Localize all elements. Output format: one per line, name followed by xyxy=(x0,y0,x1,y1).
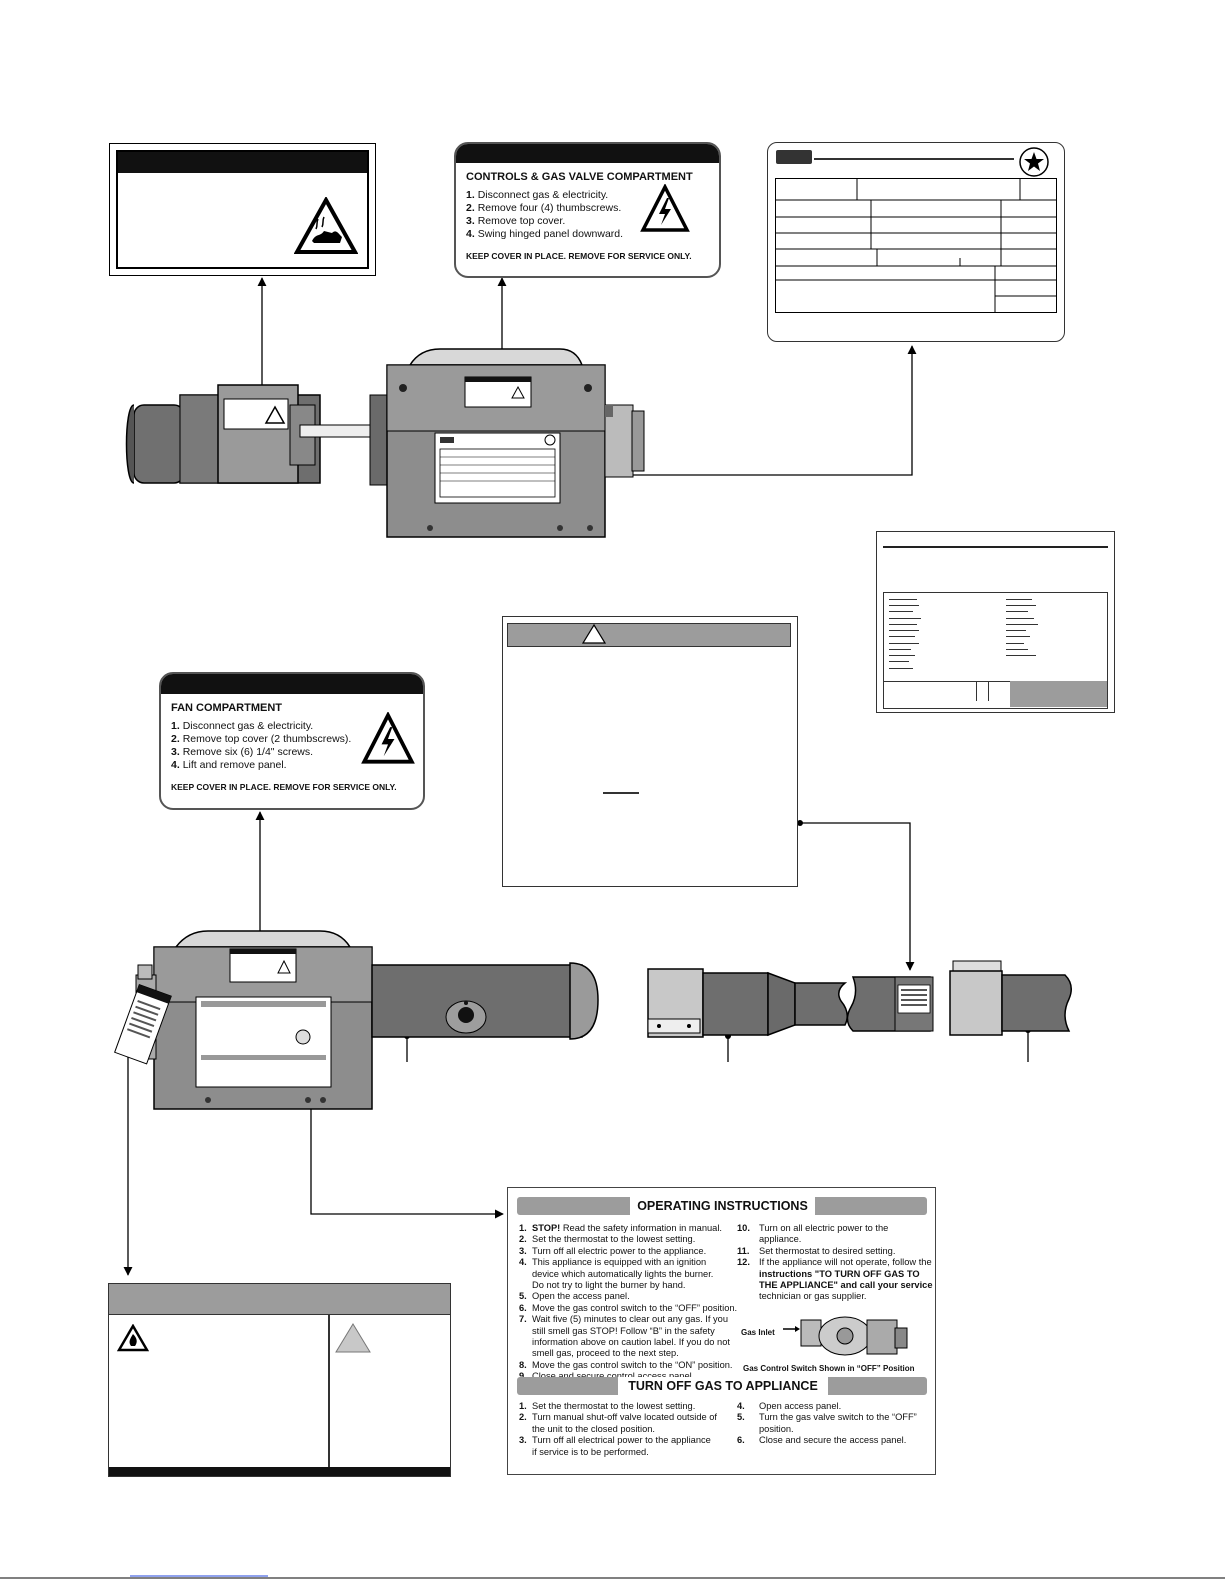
operating-steps-right: 10.Turn on all electric power to the app… xyxy=(737,1223,933,1302)
rating-plate xyxy=(767,142,1065,342)
brand-logo xyxy=(776,150,812,164)
controls-compartment-label: CONTROLS & GAS VALVE COMPARTMENT 1. Disc… xyxy=(454,142,721,278)
fan-footer: KEEP COVER IN PLACE. REMOVE FOR SERVICE … xyxy=(171,782,397,792)
turn-off-steps-right: 4.Open access panel. 5.Turn the gas valv… xyxy=(737,1401,917,1446)
rating-plate-grid xyxy=(775,178,1057,313)
leader-rating-plate xyxy=(568,345,917,476)
gas-control-valve-icon xyxy=(783,1316,908,1356)
heater-fan-unit-drawing xyxy=(114,930,599,1110)
fan-compartment-label: FAN COMPARTMENT 1. Disconnect gas & elec… xyxy=(159,672,425,810)
gas-inlet-label: Gas Inlet xyxy=(741,1328,775,1337)
vent-tube-sections-drawing xyxy=(647,960,1072,1038)
certification-star-icon xyxy=(1019,147,1049,177)
controls-title: CONTROLS & GAS VALVE COMPARTMENT xyxy=(466,171,693,183)
leader-tube-label xyxy=(800,822,915,971)
electrical-hazard-icon xyxy=(640,184,690,232)
caution-triangle-icon xyxy=(582,624,606,644)
spec-label xyxy=(876,531,1115,713)
operating-title: OPERATING INSTRUCTIONS xyxy=(630,1197,815,1215)
operating-instructions-label: OPERATING INSTRUCTIONS 1.STOP! Read the … xyxy=(507,1187,936,1475)
switch-caption: Gas Control Switch Shown in “OFF” Positi… xyxy=(743,1364,915,1373)
heater-controls-unit-drawing xyxy=(125,348,645,538)
operating-steps-left: 1.STOP! Read the safety information in m… xyxy=(519,1223,738,1381)
controls-steps: 1. Disconnect gas & electricity. 2. Remo… xyxy=(466,189,624,240)
hot-surface-icon xyxy=(294,197,358,254)
caution-triangle-icon xyxy=(335,1323,371,1353)
turn-off-steps-left: 1.Set the thermostat to the lowest setti… xyxy=(519,1401,718,1457)
electrical-hazard-icon xyxy=(361,712,415,764)
turn-off-title: TURN OFF GAS TO APPLIANCE xyxy=(618,1377,828,1395)
controls-footer: KEEP COVER IN PLACE. REMOVE FOR SERVICE … xyxy=(466,251,692,261)
fire-hazard-icon xyxy=(117,1324,149,1352)
leader-operating xyxy=(310,1105,504,1219)
hang-tag-label xyxy=(108,1283,451,1477)
hot-surface-label xyxy=(109,143,376,276)
fan-steps: 1. Disconnect gas & electricity. 2. Remo… xyxy=(171,720,352,771)
fan-title: FAN COMPARTMENT xyxy=(171,702,283,714)
caution-label xyxy=(502,616,798,887)
